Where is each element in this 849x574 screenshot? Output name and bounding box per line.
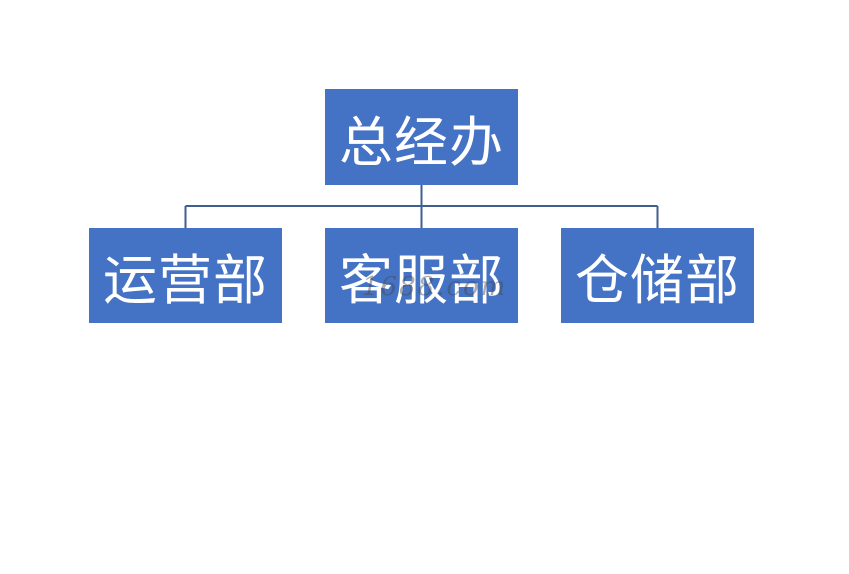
org-node-customer-service-label: 客服部 [339,249,504,312]
org-node-warehouse: 仓储部 [561,228,754,323]
org-node-warehouse-label: 仓储部 [575,249,740,312]
org-node-customer-service: 客服部 [325,228,518,323]
org-node-operations: 运营部 [89,228,282,323]
org-node-root: 总经办 [325,89,518,185]
org-node-operations-label: 运营部 [103,249,268,312]
org-node-root-label: 总经办 [339,110,504,174]
